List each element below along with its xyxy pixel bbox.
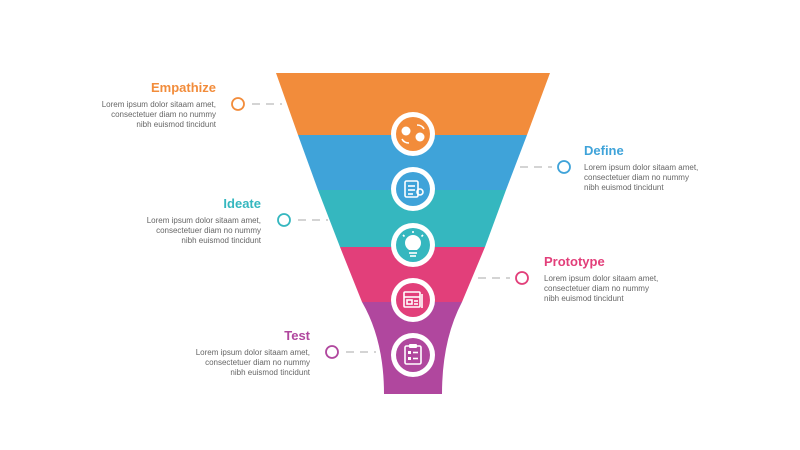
marker-ring-define	[557, 160, 571, 174]
step-icon-empathize	[391, 112, 435, 156]
step-title: Define	[584, 143, 624, 158]
marker-ring-prototype	[515, 271, 529, 285]
marker-ring-test	[325, 345, 339, 359]
callout-empathize: Empathize Lorem ipsum dolor sitaam amet,…	[26, 80, 216, 130]
step-description: Lorem ipsum dolor sitaam amet, consectet…	[101, 100, 216, 129]
clipboard-search-icon	[404, 180, 424, 198]
lightbulb-icon	[402, 231, 424, 257]
checklist-icon	[404, 344, 422, 365]
step-icon-ideate	[391, 223, 435, 267]
marker-ring-empathize	[231, 97, 245, 111]
funnel-band-prototype	[340, 247, 485, 302]
step-title: Empathize	[150, 80, 216, 95]
step-icon-test	[391, 333, 435, 377]
two-heads-swap-icon	[401, 124, 425, 144]
callout-test: Test Lorem ipsum dolor sitaam amet, cons…	[120, 328, 310, 378]
step-title: Prototype	[544, 254, 605, 269]
step-description: Lorem ipsum dolor sitaam amet, consectet…	[146, 216, 261, 245]
step-title: Ideate	[223, 196, 261, 211]
funnel-band-empathize	[276, 73, 550, 135]
step-description: Lorem ipsum dolor sitaam amet, consectet…	[195, 348, 310, 377]
step-description: Lorem ipsum dolor sitaam amet, consectet…	[584, 163, 699, 192]
step-icon-prototype	[391, 278, 435, 322]
blueprint-icon	[403, 291, 423, 308]
step-description: Lorem ipsum dolor sitaam amet, consectet…	[544, 274, 659, 303]
funnel-band-define	[298, 135, 527, 190]
callout-define: Define Lorem ipsum dolor sitaam amet, co…	[584, 143, 774, 193]
funnel-band-ideate	[318, 190, 506, 247]
step-title: Test	[284, 328, 310, 343]
marker-ring-ideate	[277, 213, 291, 227]
step-icon-define	[391, 167, 435, 211]
callout-ideate: Ideate Lorem ipsum dolor sitaam amet, co…	[71, 196, 261, 246]
callout-prototype: Prototype Lorem ipsum dolor sitaam amet,…	[544, 254, 734, 304]
